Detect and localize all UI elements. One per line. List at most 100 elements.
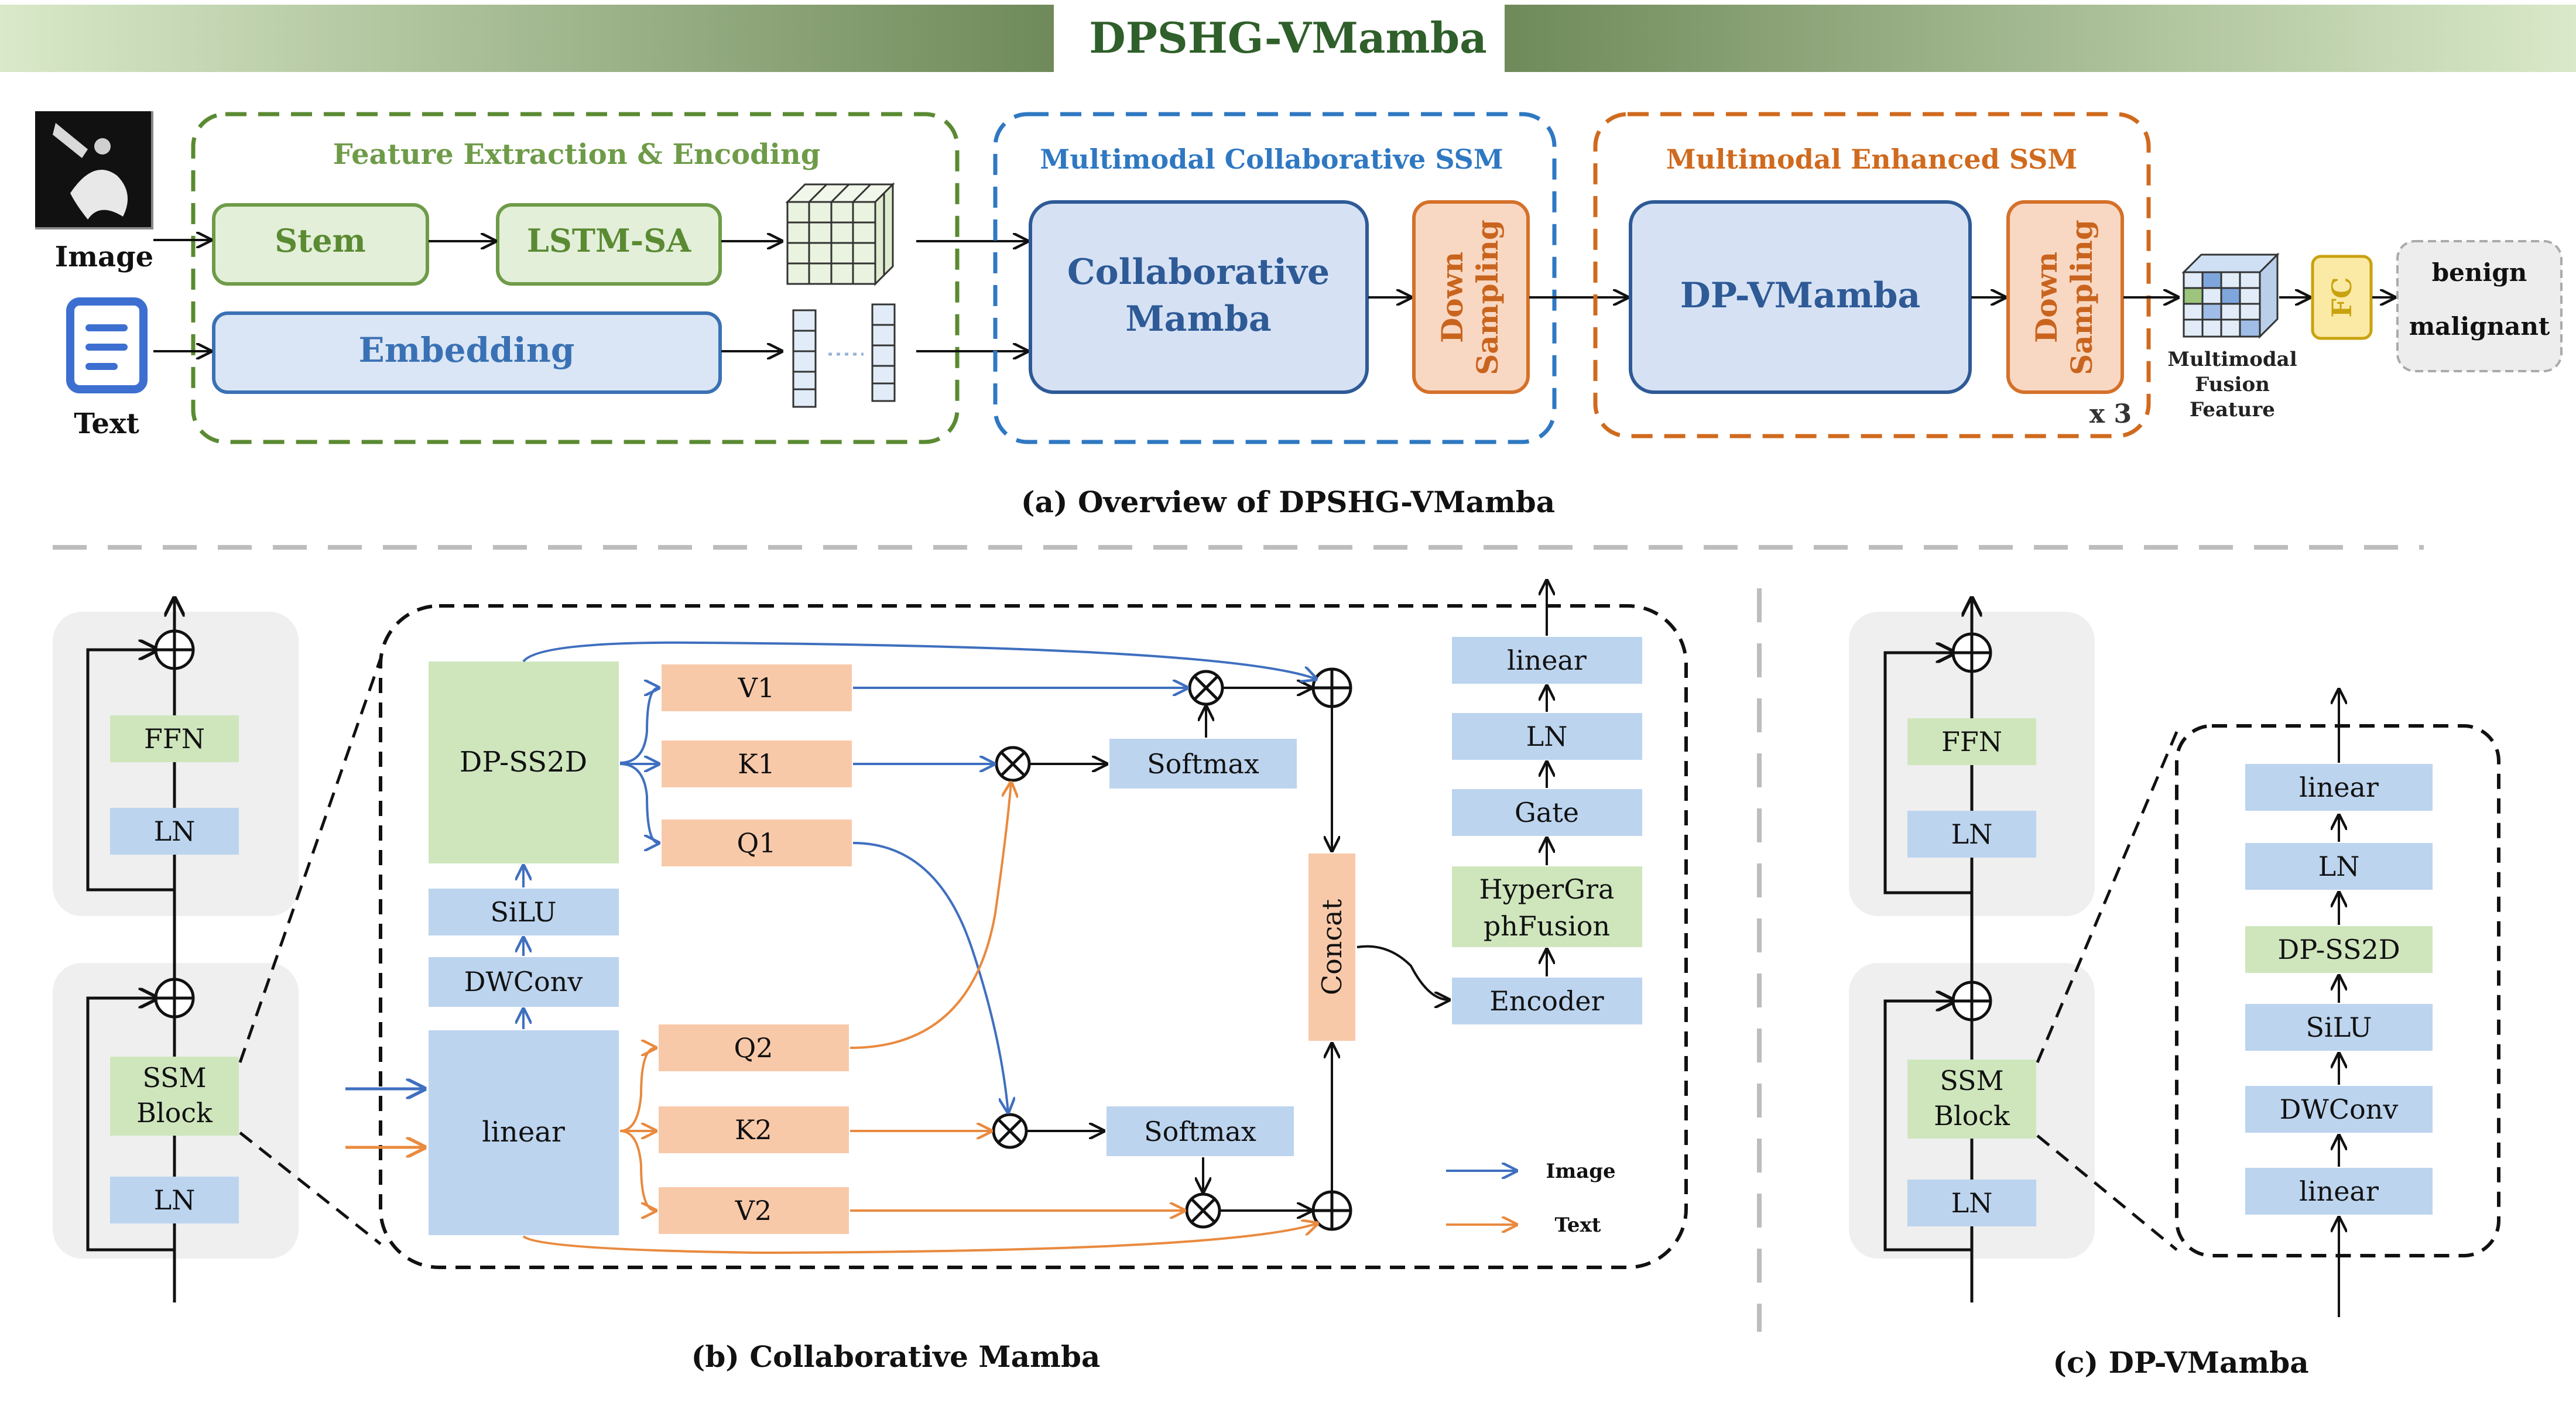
- collab-k1-label: K1: [738, 748, 775, 780]
- collab-ln-bottom-block: [110, 1177, 239, 1223]
- title-band: DPSHG-VMamba: [0, 0, 2576, 76]
- collab-v2-label: V2: [735, 1195, 772, 1226]
- collab-detail-panel: [379, 604, 1688, 1269]
- enhanced-ssm-label: Multimodal Enhanced SSM: [1666, 143, 2077, 175]
- dpv-linear-bottom-label: linear: [2299, 1175, 2379, 1207]
- collab-linear-in-label: linear: [482, 1116, 565, 1149]
- dpv-caption: (c) DP-VMamba: [2053, 1345, 2308, 1380]
- collab-v1-block: [662, 664, 852, 711]
- dpv-ffn-label: FFN: [1941, 726, 2002, 757]
- input-image-thumbnail: [35, 111, 153, 229]
- dpv-zoom-line-top: [2036, 731, 2178, 1063]
- dpv-linear-top-label: linear: [2299, 772, 2379, 803]
- dpv-dpss2d-block: [2245, 926, 2433, 973]
- collab-ssm-label-2: Block: [136, 1097, 213, 1129]
- collab-concat-label: Concat: [1316, 899, 1348, 995]
- collaborative-ssm-group: [993, 112, 1557, 444]
- collaborative-mamba-label-1: Collaborative: [1067, 252, 1330, 293]
- output-benign: benign: [2432, 258, 2527, 287]
- collab-caption: (b) Collaborative Mamba: [691, 1339, 1101, 1374]
- collab-encoder-label: Encoder: [1489, 985, 1604, 1017]
- collab-ssm-label-1: SSM: [142, 1062, 206, 1094]
- fusion-label-1: Multimodal: [2167, 348, 2297, 371]
- collab-zoom-line-bottom: [239, 1132, 382, 1245]
- dpv-dpss2d-label: DP-SS2D: [2277, 934, 2400, 965]
- dpv-ssm-block: [1907, 1060, 2036, 1139]
- collab-concat-block: [1308, 853, 1355, 1041]
- down-sampling-2: [2006, 200, 2124, 394]
- collab-add-bottom: [1311, 1190, 1352, 1231]
- legend-text-label: Text: [1554, 1214, 1601, 1237]
- page-title: DPSHG-VMamba: [1089, 13, 1486, 63]
- dpv-linear-bottom-block: [2245, 1168, 2433, 1215]
- lstm-sa-block: [496, 203, 722, 286]
- collab-hypergraph-label-1: HyperGra: [1479, 873, 1615, 905]
- dpv-ln-bottom-label: LN: [1951, 1187, 1993, 1219]
- dpv-linear-top-block: [2245, 764, 2433, 811]
- fusion-label-2: Fusion: [2195, 373, 2270, 396]
- collab-hypergraph-block: [1452, 866, 1642, 947]
- collab-ln-out-label: LN: [1526, 721, 1568, 752]
- collab-mul-v2: [1185, 1192, 1221, 1229]
- embedding-label: Embedding: [359, 330, 575, 370]
- dpv-residual-upper: [1883, 653, 1972, 894]
- collab-ln-out-block: [1452, 713, 1642, 760]
- collab-linear-out-label: linear: [1507, 645, 1587, 676]
- repeat-label: x 3: [2089, 399, 2132, 429]
- collaborative-mamba-label-2: Mamba: [1125, 299, 1272, 340]
- feature-extraction-label: Feature Extraction & Encoding: [333, 138, 821, 171]
- dpv-ssm-label-2: Block: [1934, 1100, 2010, 1132]
- dpv-silu-label: SiLU: [2306, 1012, 2372, 1043]
- text-token-columns: [792, 303, 896, 408]
- collaborative-mamba-block: [1029, 200, 1369, 394]
- fusion-label-3: Feature: [2190, 398, 2275, 421]
- dpv-silu-block: [2245, 1004, 2433, 1051]
- dp-vmamba-label: DP-VMamba: [1680, 275, 1921, 316]
- collab-residual-lower: [86, 998, 174, 1252]
- lstm-sa-label: LSTM-SA: [527, 222, 691, 259]
- stem-block: [212, 203, 429, 286]
- dpv-ln-bottom-block: [1907, 1180, 2036, 1226]
- collab-gate-block: [1452, 789, 1642, 836]
- collab-v1-label: V1: [738, 672, 775, 704]
- dpv-zoom-line-bottom: [2036, 1134, 2178, 1251]
- dpv-ln-top-block: [1907, 811, 2036, 858]
- collab-ssm-block: [110, 1057, 239, 1136]
- stem-label: Stem: [275, 222, 365, 259]
- collab-add-top: [1311, 667, 1352, 708]
- collab-mul-k2: [992, 1113, 1028, 1149]
- collab-ln-top-label: LN: [154, 815, 196, 847]
- image-feature-cube: [785, 182, 895, 286]
- collab-k2-label: K2: [735, 1114, 772, 1146]
- dpv-residual-lower: [1883, 1001, 1972, 1252]
- collab-linear-in-block: [429, 1030, 619, 1235]
- collab-residual-upper: [86, 650, 174, 892]
- enhanced-ssm-group: [1593, 112, 2151, 438]
- overview-panel: Image Text Feature Extraction & Encoding…: [35, 111, 2563, 519]
- document-icon: [66, 297, 148, 393]
- collab-encoder-block: [1452, 978, 1642, 1024]
- collab-silu-label: SiLU: [490, 896, 556, 928]
- dpv-dwconv-label: DWConv: [2280, 1094, 2399, 1125]
- embedding-block: [212, 311, 722, 394]
- collab-mamba-panel: FFN LN SSM Block LN linear DWConv SiLU D…: [53, 581, 1688, 1374]
- overview-caption: (a) Overview of DPSHG-VMamba: [1021, 485, 1555, 519]
- dpv-ssm-label-1: SSM: [1940, 1065, 2003, 1096]
- collab-dwconv-block: [429, 957, 619, 1007]
- legend-image-label: Image: [1546, 1160, 1615, 1183]
- collab-mul-v1: [1188, 670, 1224, 706]
- down-sampling-2-label-1: Down: [2029, 252, 2064, 343]
- collab-dpss2d-block: [429, 661, 619, 863]
- collab-mul-k1: [995, 746, 1031, 782]
- down-sampling-1-label-1: Down: [1435, 252, 1469, 343]
- collab-ln-top-block: [110, 808, 239, 855]
- output-box: [2396, 240, 2563, 372]
- collab-v2-block: [659, 1187, 849, 1234]
- collab-softmax-1: [1109, 739, 1297, 789]
- dpv-ln-label: LN: [2318, 851, 2360, 882]
- collab-q1-label: Q1: [737, 827, 776, 859]
- output-malignant: malignant: [2409, 312, 2550, 341]
- dpv-dwconv-block: [2245, 1086, 2433, 1133]
